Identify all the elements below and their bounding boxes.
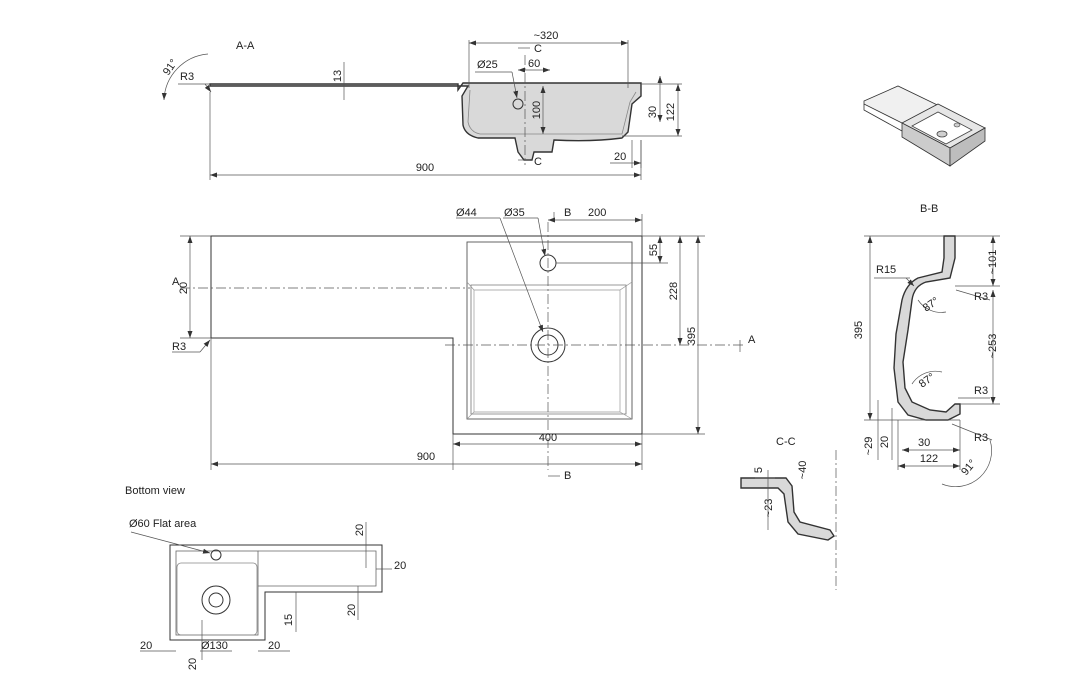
top-view-outline xyxy=(210,235,643,435)
section-b-label-top: B xyxy=(564,207,571,219)
bottom-view-outline xyxy=(169,544,383,641)
dim-radius-r3-bb-1: R3 xyxy=(974,291,988,303)
section-c-label-bottom: C xyxy=(534,156,542,168)
section-aa-basin-inner xyxy=(467,89,637,135)
dim-width-320: ~320 xyxy=(534,30,559,42)
dim-55: 55 xyxy=(648,244,660,256)
dim-20-bb: 20 xyxy=(879,436,891,448)
dim-60: 60 xyxy=(528,58,540,70)
section-a-label-left: A xyxy=(172,276,180,288)
dim-depth-395-bb: 395 xyxy=(853,321,865,339)
section-aa-profile xyxy=(209,82,642,161)
dim-20-top: 20 xyxy=(178,282,190,294)
dim-radius-r3-bb-2: R3 xyxy=(974,385,988,397)
dim-40-cc: ~40 xyxy=(797,461,809,480)
dim-angle-87-top: 87° xyxy=(921,295,942,314)
section-bb-title: B-B xyxy=(920,203,938,215)
dim-200: 200 xyxy=(588,207,606,219)
dim-20-bv-4: 20 xyxy=(140,640,152,652)
section-aa-title: A-A xyxy=(236,40,255,52)
section-aa-view: A-A ~320 C 60 Ø25 13 100 30 122 20 xyxy=(161,30,682,180)
dim-length-900-top: 900 xyxy=(417,451,435,463)
bottom-view: Bottom view Ø60 Flat area 20 20 20 15 20… xyxy=(125,485,406,670)
dim-400: 400 xyxy=(539,432,557,444)
dim-20-bv-6: 20 xyxy=(268,640,280,652)
flat-area-circle xyxy=(210,549,222,561)
dim-radius-r3-bb-3: R3 xyxy=(974,432,988,444)
section-cc-title: C-C xyxy=(776,436,796,448)
top-view-basin-rim xyxy=(466,241,633,420)
section-aa-tap-hole xyxy=(512,98,524,110)
dim-length-900-aa: 900 xyxy=(416,162,434,174)
section-b-label-bottom: B xyxy=(564,470,571,482)
dim-hole-25: Ø25 xyxy=(477,59,498,71)
section-a-label-right: A xyxy=(748,334,756,346)
dim-122-bb: 122 xyxy=(920,453,938,465)
section-cc-view: C-C 5 ~40 ~23 xyxy=(740,436,837,590)
dim-30-bb: 30 xyxy=(918,437,930,449)
bottom-view-title: Bottom view xyxy=(125,485,185,497)
dim-20-bv-3: 20 xyxy=(346,604,358,616)
dim-20-bv-1: 20 xyxy=(354,524,366,536)
drain-inner-bottom xyxy=(208,592,224,608)
dim-angle-87-bottom: 87° xyxy=(917,371,938,390)
dim-thickness-13: 13 xyxy=(332,70,344,82)
isometric-preview xyxy=(863,85,986,167)
dim-20-bv-2: 20 xyxy=(394,560,406,572)
top-view: Ø44 Ø35 B 200 55 228 395 20 A R3 A 400 9… xyxy=(172,207,756,482)
section-cc-profile xyxy=(740,477,835,541)
drain-outer-bottom xyxy=(201,585,231,615)
dim-height-122: 122 xyxy=(665,103,677,121)
dim-15-bv: 15 xyxy=(283,614,295,626)
dim-253: ~253 xyxy=(987,334,999,359)
dim-radius-r15: R15 xyxy=(876,264,896,276)
dim-angle-91-bb: 91° xyxy=(959,457,979,477)
dim-depth-100: 100 xyxy=(531,101,543,119)
dim-228: 228 xyxy=(668,282,680,300)
section-c-label-top: C xyxy=(534,43,542,55)
section-bb-view: B-B 395 ~101 ~253 R15 87° R3 87° R3 ~29 … xyxy=(853,203,1000,488)
dim-30: 30 xyxy=(647,106,659,118)
dim-29: ~29 xyxy=(863,437,875,456)
dim-radius-r3-aa: R3 xyxy=(180,71,194,83)
dim-hole-35: Ø35 xyxy=(504,207,525,219)
dim-angle-91-aa: 91° xyxy=(161,57,180,78)
dim-drain-130: Ø130 xyxy=(201,640,228,652)
dim-20-bv-5: 20 xyxy=(187,658,199,670)
dim-23-cc: ~23 xyxy=(763,499,775,518)
dim-101: ~101 xyxy=(987,250,999,275)
section-bb-profile xyxy=(893,235,961,421)
dim-5-cc: 5 xyxy=(753,467,765,473)
dim-radius-r3-top: R3 xyxy=(172,341,186,353)
dim-20-aa: 20 xyxy=(614,151,626,163)
flat-area-callout: Ø60 Flat area xyxy=(129,518,197,530)
dim-depth-395: 395 xyxy=(686,327,698,345)
dim-hole-44: Ø44 xyxy=(456,207,477,219)
